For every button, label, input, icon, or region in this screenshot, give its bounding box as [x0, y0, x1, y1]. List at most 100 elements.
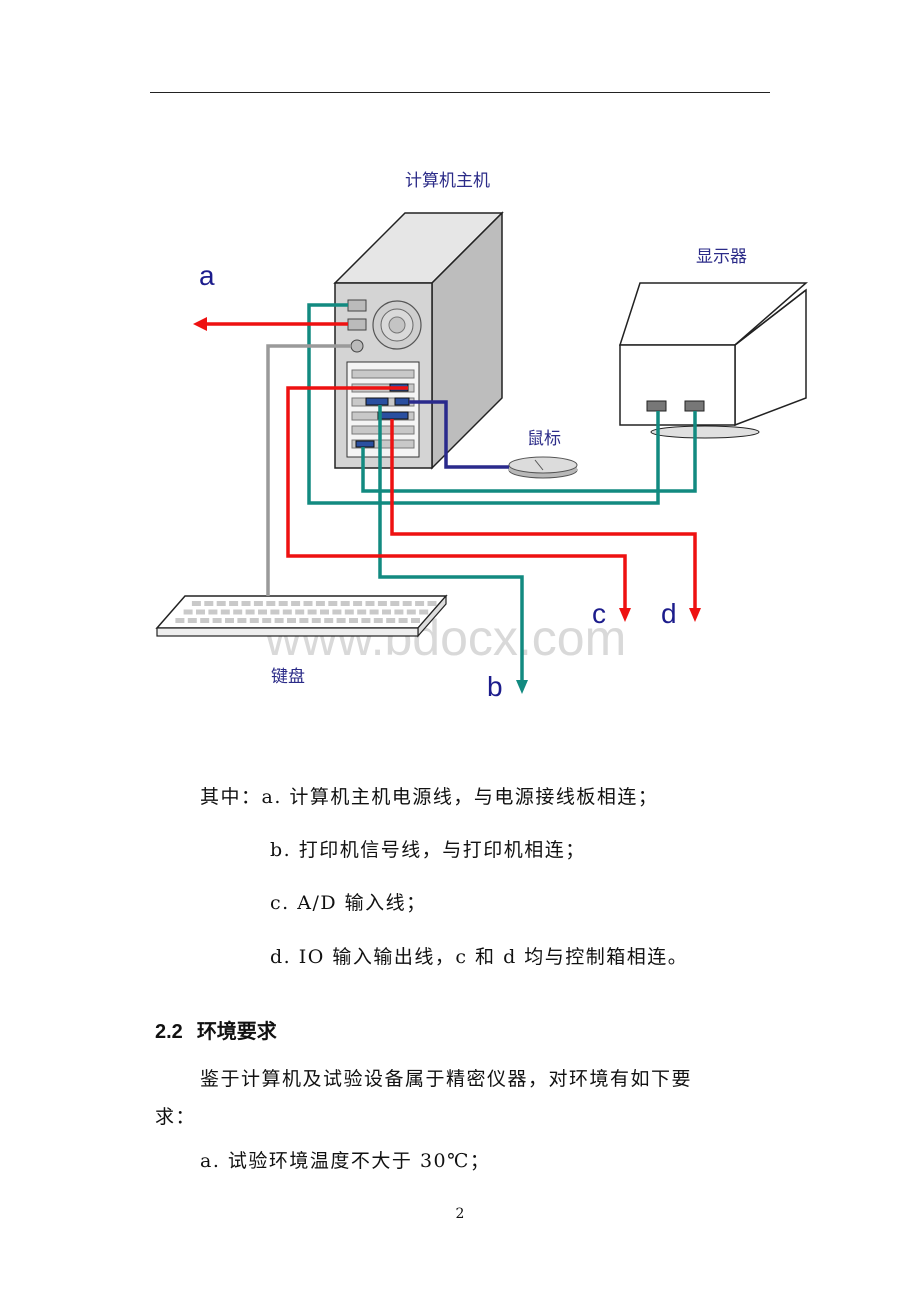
keyboard-key — [332, 609, 342, 615]
keyboard-key — [187, 618, 197, 623]
keyboard-key — [282, 609, 292, 615]
page-number: 2 — [455, 1206, 465, 1222]
header-rule — [150, 92, 770, 93]
keyboard-key — [402, 601, 412, 606]
keyboard-key — [377, 601, 387, 606]
cable-c — [286, 386, 627, 611]
monitor-port-2 — [684, 400, 705, 412]
keyboard-key — [183, 609, 193, 615]
keyboard-key — [278, 601, 288, 606]
keyboard-key — [212, 618, 222, 623]
cable-monitor-outer — [307, 303, 660, 505]
arrowhead-c — [619, 608, 631, 622]
monitor-base — [650, 425, 760, 439]
monitor-label: 显示器 — [696, 247, 747, 267]
keyboard-key — [233, 609, 243, 615]
keyboard-key — [365, 601, 375, 606]
section-heading: 2.2 环境要求 — [155, 1015, 277, 1044]
keyboard-key — [386, 618, 396, 623]
keyboard-key — [398, 618, 408, 623]
keyboard-key — [196, 609, 205, 615]
cable-keyboard — [266, 344, 351, 596]
keyboard-key — [220, 609, 230, 615]
keyboard-key — [307, 609, 317, 615]
keyboard-label: 键盘 — [271, 667, 305, 687]
note-d: d. IO 输入输出线，c 和 d 均与控制箱相连。 — [270, 946, 689, 968]
keyboard-key — [208, 609, 218, 615]
arrowhead-d — [689, 608, 701, 622]
monitor-back-edge — [734, 289, 807, 346]
note-a: 其中：a. 计算机主机电源线，与电源接线板相连； — [200, 786, 659, 808]
keyboard-key — [303, 601, 313, 606]
keyboard-key — [249, 618, 259, 623]
keyboard-key — [336, 618, 346, 623]
section-number: 2.2 — [155, 1021, 183, 1043]
section-paragraph-line2: 求： — [155, 1106, 197, 1128]
host-label: 计算机主机 — [405, 171, 490, 191]
section-paragraph-line1: 鉴于计算机及试验设备属于精密仪器，对环境有如下要 — [200, 1068, 693, 1090]
slot-5 — [351, 425, 415, 435]
cables — [205, 303, 697, 683]
keyboard-key — [258, 609, 267, 615]
keyboard-key — [324, 618, 334, 623]
section-title: 环境要求 — [196, 1019, 277, 1043]
keyboard-front — [156, 627, 419, 637]
section-item-a: a. 试验环境温度不大于 30℃； — [200, 1150, 491, 1172]
connector-b — [377, 411, 409, 420]
keyboard-key — [253, 601, 263, 606]
note-c: c. A/D 输入线； — [270, 892, 427, 914]
connector-monitor — [355, 440, 375, 448]
keyboard-key — [369, 609, 379, 615]
keyboard — [155, 594, 448, 638]
keyboard-key — [328, 601, 338, 606]
letter-a: a — [199, 260, 215, 291]
keyboard-key — [419, 609, 429, 615]
cable-d — [390, 419, 697, 611]
monitor-port-1 — [646, 400, 667, 412]
mouse-button-split — [534, 459, 544, 471]
keyboard-key — [245, 609, 255, 615]
keyboard-key — [373, 618, 383, 623]
keyboard-key — [200, 618, 210, 623]
connection-diagram: www.bdocx.com — [155, 171, 808, 702]
keyboard-key — [353, 601, 363, 606]
letter-c: c — [592, 598, 606, 629]
monitor-front — [619, 344, 736, 426]
letter-d: d — [661, 598, 677, 629]
keyboard-key — [344, 609, 354, 615]
keyboard-key — [299, 618, 309, 623]
mouse — [508, 456, 578, 479]
keyboard-key — [287, 618, 296, 623]
keyboard-key — [175, 618, 185, 623]
keyboard-key — [390, 601, 400, 606]
keyboard-key — [382, 609, 391, 615]
keyboard-key — [406, 609, 416, 615]
arrowhead-b — [516, 680, 528, 694]
keyboard-key — [291, 601, 301, 606]
keyboard-keys — [175, 601, 437, 623]
power-port-1 — [347, 299, 367, 312]
keyboard-key — [270, 609, 280, 615]
keyboard-key — [225, 618, 234, 623]
power-port-2 — [347, 318, 367, 331]
monitor — [618, 282, 808, 439]
cable-monitor-inner — [361, 411, 697, 493]
cable-b — [378, 405, 524, 683]
keyboard-key — [191, 601, 201, 606]
arrowhead-a — [193, 317, 207, 331]
keyboard-key — [237, 618, 247, 623]
keyboard-key — [274, 618, 284, 623]
keyboard-key — [311, 618, 321, 623]
case-fan-hub — [388, 316, 406, 334]
keyboard-key — [427, 601, 437, 606]
letter-b: b — [487, 671, 503, 702]
keyboard-key — [349, 618, 358, 623]
keyboard-key — [262, 618, 272, 623]
keyboard-key — [266, 601, 276, 606]
keyboard-key — [229, 601, 239, 606]
slot-1 — [351, 369, 415, 379]
keyboard-key — [216, 601, 226, 606]
connector-c — [365, 397, 389, 406]
mouse-body-top — [508, 456, 578, 474]
keyboard-key — [315, 601, 325, 606]
